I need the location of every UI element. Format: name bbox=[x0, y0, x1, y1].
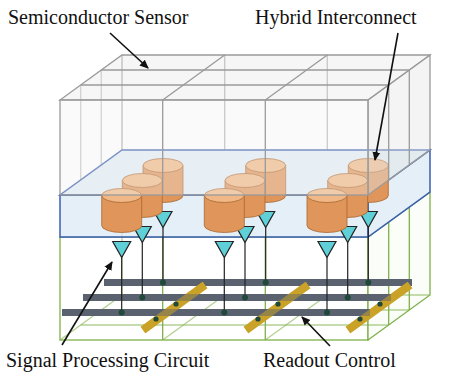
label-anchor: Hybrid Interconnect bbox=[255, 6, 417, 28]
interconnect-label: Hybrid Interconnect bbox=[255, 6, 417, 28]
readout-bars bbox=[62, 283, 412, 331]
circuit-label: Signal Processing Circuit bbox=[6, 349, 209, 371]
label-anchor: Signal Processing Circuit bbox=[6, 349, 209, 371]
label-anchor: Semiconductor Sensor bbox=[8, 6, 189, 28]
label-anchor: Readout Control bbox=[263, 349, 396, 371]
readout-label: Readout Control bbox=[263, 349, 396, 371]
leader-arrows bbox=[62, 33, 398, 346]
sensor-label: Semiconductor Sensor bbox=[8, 6, 189, 28]
sensor-layer bbox=[60, 55, 430, 195]
